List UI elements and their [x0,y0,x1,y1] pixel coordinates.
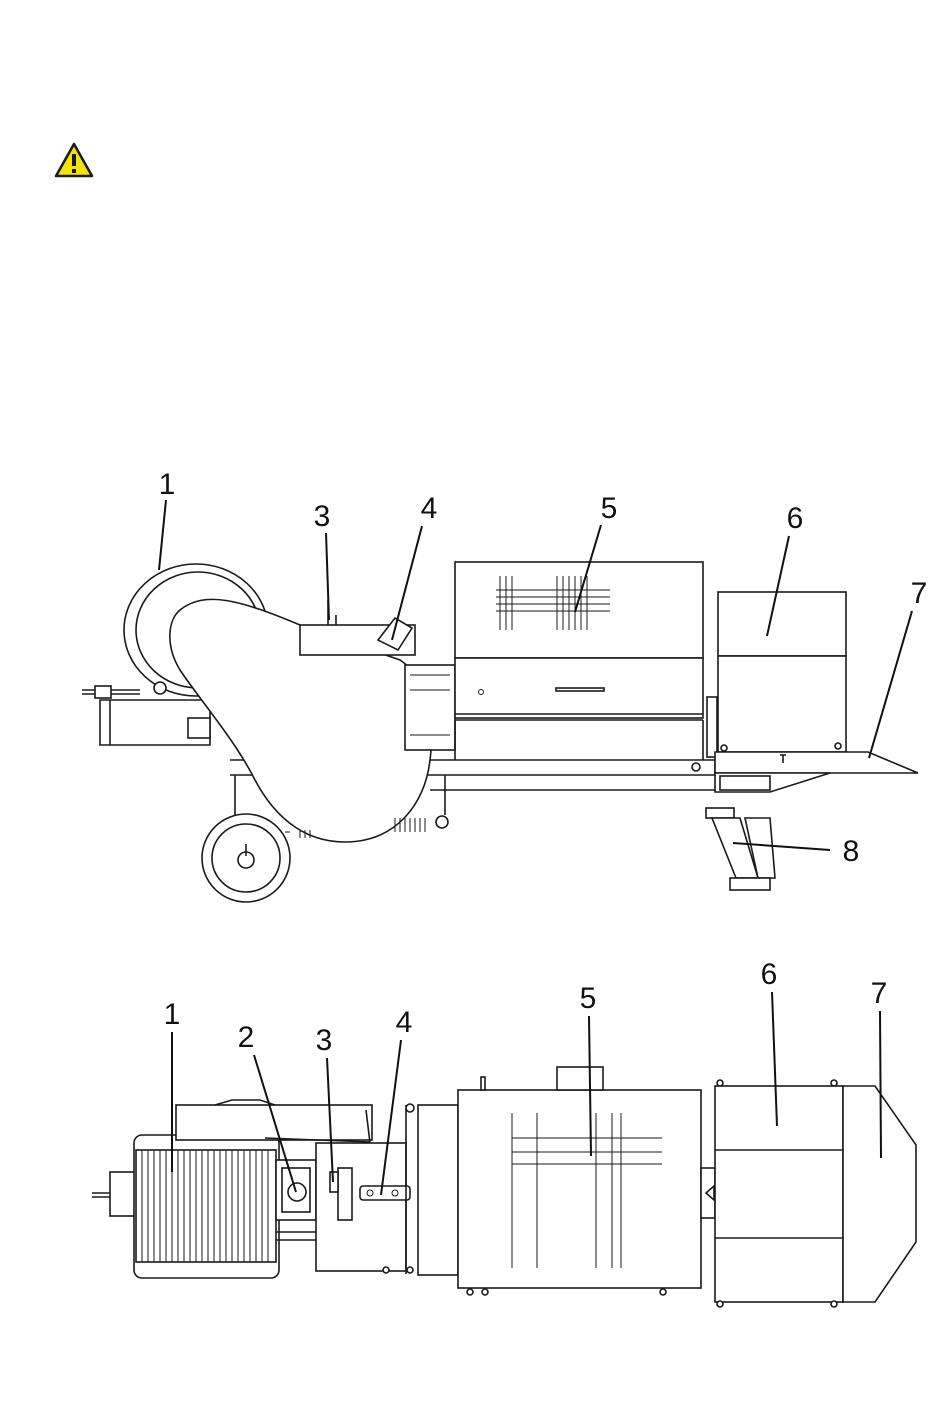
top-callout-1: 1 [164,998,181,1031]
side-callout-6: 6 [787,502,804,535]
top-callout-2: 2 [238,1021,255,1054]
side-callout-5: 5 [601,492,618,525]
side-view [82,562,918,902]
top-callout-5: 5 [580,982,597,1015]
top-view [92,1067,916,1307]
side-callout-4: 4 [421,492,438,525]
top-callout-4: 4 [396,1006,413,1039]
side-callout-7: 7 [911,577,928,610]
side-callout-8: 8 [843,835,860,868]
side-callout-3: 3 [314,500,331,533]
top-callout-7: 7 [871,977,888,1010]
top-callout-3: 3 [316,1024,333,1057]
top-callout-6: 6 [761,958,778,991]
side-callout-1: 1 [159,468,176,501]
